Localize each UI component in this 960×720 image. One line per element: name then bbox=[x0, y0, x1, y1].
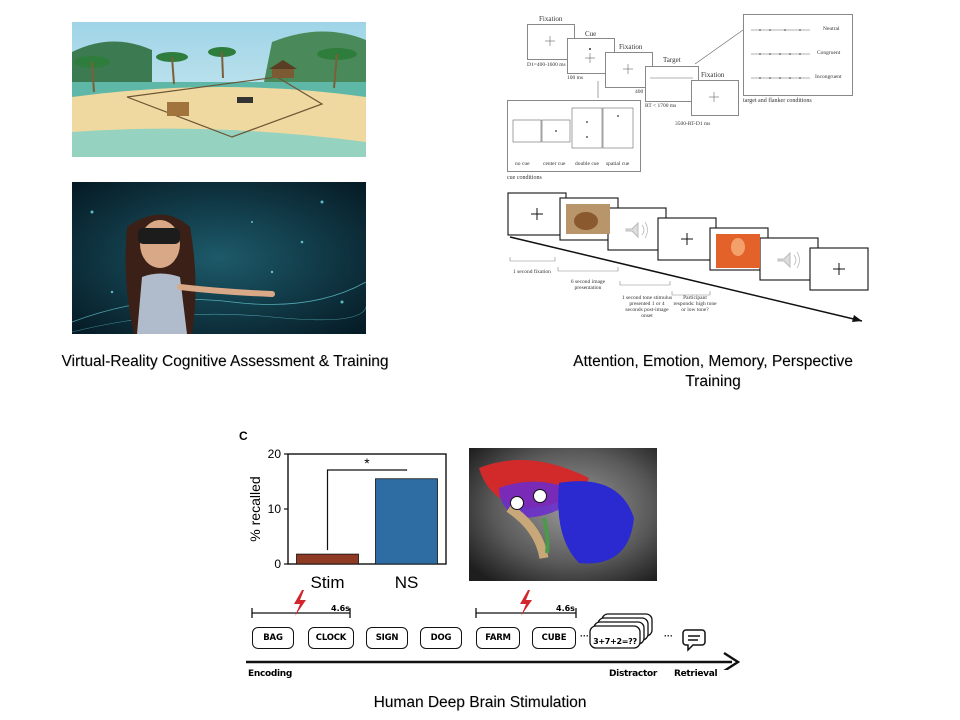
fixation-label: Fixation bbox=[539, 15, 563, 23]
emotion-label-fixation: 1 second fixation bbox=[513, 269, 551, 275]
emotion-label-response: Participant responds: high tone or low t… bbox=[673, 295, 717, 313]
x-tick-label: Stim bbox=[311, 573, 345, 592]
brain-mri-image bbox=[469, 448, 657, 581]
cue-double-cue: double cue bbox=[575, 161, 599, 167]
target-frame bbox=[645, 66, 699, 102]
fixation2-label: Fixation bbox=[619, 43, 643, 51]
bar-ns bbox=[375, 478, 438, 565]
panel-label-c: C bbox=[239, 429, 248, 443]
cue-spatial-cue: spatial cue bbox=[606, 161, 630, 167]
word-card-sign: SIGN bbox=[366, 627, 408, 649]
flanker-incongruent: Incongruent bbox=[815, 74, 842, 80]
encoding-label: Encoding bbox=[248, 669, 293, 679]
d1-label: D1=400-1600 ms bbox=[527, 62, 566, 68]
bar-stim bbox=[296, 553, 359, 565]
word-card-bag: BAG bbox=[252, 627, 294, 649]
y-axis-label: % recalled bbox=[247, 476, 263, 541]
flanker-box bbox=[743, 14, 853, 96]
word-card-farm: FARM bbox=[476, 627, 520, 649]
fixation3-label: Fixation bbox=[701, 71, 725, 79]
stim-duration-1: 4.6s bbox=[331, 604, 350, 613]
ellipsis-1: ··· bbox=[580, 631, 589, 641]
rest-label: 3500-RT-D1 ms bbox=[675, 121, 711, 127]
cue-no-cue: no cue bbox=[515, 161, 530, 167]
ant-task-lines bbox=[512, 29, 810, 149]
vr-headset-image bbox=[71, 182, 367, 334]
y-tick-label: 0 bbox=[274, 557, 281, 571]
flanker-congruent: Congruent bbox=[817, 50, 841, 56]
cue-conditions-caption: cue conditions bbox=[507, 175, 542, 181]
distractor-label: Distractor bbox=[609, 669, 657, 679]
t400-label: 400 ms bbox=[635, 89, 652, 95]
significance-star: * bbox=[364, 455, 370, 471]
y-tick-label: 10 bbox=[268, 502, 282, 516]
x-tick-label: NS bbox=[395, 573, 419, 592]
distractor-card: 3+7+2=?? bbox=[593, 636, 637, 646]
emotion-label-image: 6 second image presentation bbox=[570, 279, 606, 291]
stim-duration-2: 4.6s bbox=[556, 604, 575, 613]
y-tick-label: 20 bbox=[268, 447, 282, 461]
ant-task-diagram: Fixation D1=400-1600 ms Cue 100 ms Fixat… bbox=[505, 12, 855, 182]
emotion-label-tone: 1 second tone stimulus presented 1 or 4 … bbox=[621, 295, 673, 319]
vr-caption: Virtual-Reality Cognitive Assessment & T… bbox=[61, 353, 389, 370]
word-card-dog: DOG bbox=[420, 627, 462, 649]
ellipsis-2: ··· bbox=[664, 631, 673, 641]
fixation3-frame bbox=[691, 80, 739, 116]
cue-conditions-box bbox=[507, 100, 641, 172]
significance-bracket bbox=[326, 469, 408, 551]
cue-label: Cue bbox=[585, 30, 597, 38]
flanker-caption: target and flanker conditions bbox=[743, 98, 812, 104]
word-card-cube: CUBE bbox=[532, 627, 576, 649]
retrieval-label: Retrieval bbox=[674, 669, 718, 679]
vr-beach-image bbox=[72, 22, 366, 157]
cue-center-cue: center cue bbox=[543, 161, 566, 167]
t100-label: 100 ms bbox=[567, 75, 584, 81]
flanker-neutral: Neutral bbox=[823, 26, 840, 32]
rt-label: RT < 1700 ms bbox=[645, 103, 677, 109]
emotion-task-diagram: 1 second fixation 6 second image present… bbox=[480, 185, 870, 325]
word-card-clock: CLOCK bbox=[308, 627, 354, 649]
attention-caption: Attention, Emotion, Memory, Perspective … bbox=[573, 353, 853, 390]
dbs-caption: Human Deep Brain Stimulation bbox=[373, 694, 587, 711]
target-label: Target bbox=[663, 56, 681, 64]
timeline-graphic bbox=[246, 590, 741, 670]
